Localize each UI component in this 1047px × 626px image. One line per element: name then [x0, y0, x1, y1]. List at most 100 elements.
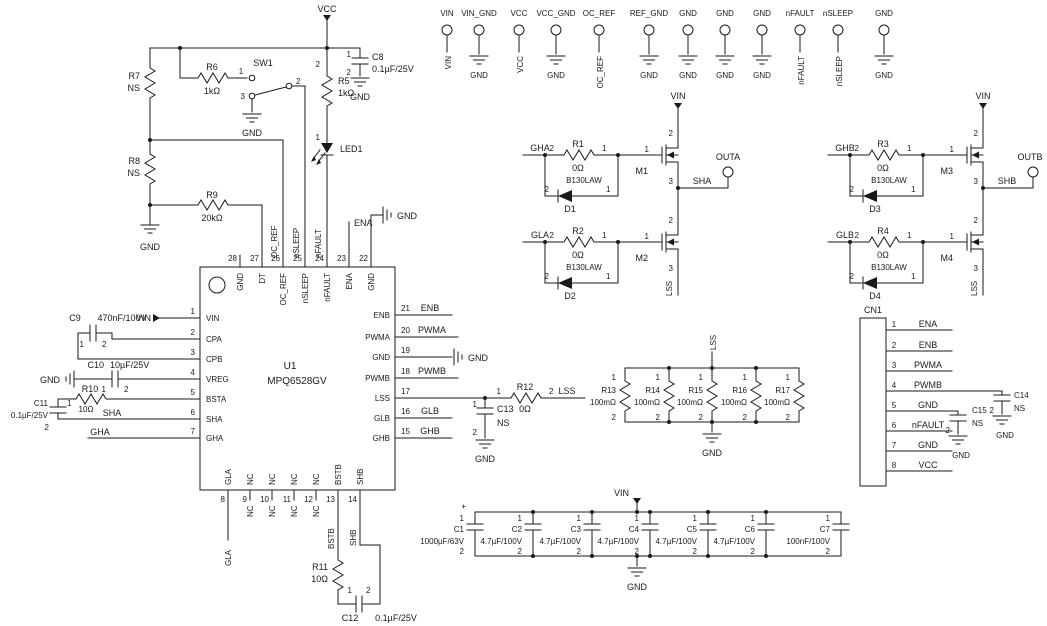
value: 100mΩ — [634, 398, 660, 407]
pin-number: 2 — [990, 406, 995, 415]
gnd-label: GND — [140, 242, 161, 252]
test-points: VIN VIN_GND VCC VCC_GND OC_REF REF_GND G… — [440, 9, 894, 88]
ref-des: C9 — [69, 313, 81, 323]
ref-des: C6 — [745, 525, 756, 534]
pin-number: 2 — [316, 60, 321, 69]
pin-number: 3 — [669, 264, 674, 273]
pin-number: 1 — [239, 67, 244, 76]
pin-number: 1 — [950, 145, 955, 154]
led-arrowhead — [316, 159, 321, 165]
switch-contact — [248, 74, 256, 82]
pin-name: NC — [268, 473, 277, 485]
value: 0Ω — [877, 163, 889, 173]
right-of-ic: ENB PWMA GND PWMB R12 0Ω 1 2 LSS C13 NS … — [394, 303, 586, 464]
part-number: B130LAW — [871, 176, 907, 185]
gnd-label: GND — [468, 353, 489, 363]
wires — [394, 314, 586, 439]
ref-des: C1 — [454, 525, 465, 534]
testpoint-label: VCC — [511, 9, 528, 18]
ref-des: M3 — [940, 166, 953, 176]
gnd-label: GND — [952, 451, 970, 460]
pin-number: 1 — [911, 272, 916, 281]
net-label: nFAULT — [912, 420, 945, 430]
mosfet-m3 — [956, 137, 984, 173]
value: 10Ω — [311, 574, 328, 584]
pin-number: 8 — [892, 461, 897, 470]
ref-des: C3 — [571, 525, 582, 534]
pin-number: 26 — [271, 254, 280, 263]
pin-number: 25 — [293, 254, 302, 263]
pin-number: 3 — [191, 348, 196, 357]
pin-number: 2 — [669, 216, 674, 225]
ic-u1: U1 MPQ6528GV VIN CPA CPB VREG BSTA SHA G… — [191, 254, 411, 504]
resistor-r8 — [144, 147, 156, 189]
ref-des: R3 — [877, 139, 889, 149]
net-label: OC_REF — [270, 225, 279, 258]
pin-name: LSS — [375, 394, 390, 403]
net-label: ENB — [919, 340, 938, 350]
pin-number: 3 — [241, 92, 246, 101]
net-label: NC — [290, 505, 299, 517]
capacitor-c1 — [466, 523, 484, 531]
net-label: VIN — [136, 313, 151, 323]
net-label: GHA — [530, 143, 550, 153]
ref-des: R9 — [206, 190, 218, 200]
ref-des: M2 — [635, 253, 648, 263]
gnd-label: GND — [640, 71, 658, 80]
pin-name: BSTB — [334, 464, 343, 485]
junction-dot — [590, 554, 594, 558]
gnd-symbol — [992, 415, 1012, 425]
pin-number: 2 — [550, 231, 555, 240]
net-label: NC — [268, 505, 277, 517]
net-label: VIN — [670, 91, 685, 101]
pin-name: SHA — [206, 415, 223, 424]
pin-number: 1 — [826, 514, 831, 523]
resistor-r9 — [191, 199, 233, 211]
value: 0Ω — [572, 163, 584, 173]
wires — [57, 317, 201, 439]
testpoint-label: OC_REF — [583, 9, 616, 18]
pin-number: 2 — [347, 68, 352, 77]
value: 0.1µF/25V — [11, 411, 49, 420]
part-number: MPQ6528GV — [267, 376, 327, 387]
net-label: nSLEEP — [835, 56, 844, 86]
gnd-label: GND — [702, 448, 723, 458]
pin-number: 2 — [786, 413, 791, 422]
pin-number: 1 — [606, 185, 611, 194]
pin-number: 1 — [602, 231, 607, 240]
pin-name: SHB — [356, 469, 365, 485]
mosfet-m4 — [956, 224, 984, 260]
testpoint-circle — [550, 24, 562, 36]
vin-flag — [633, 498, 641, 504]
ref-des: C5 — [687, 525, 698, 534]
switch-arm — [254, 86, 287, 96]
diode-d4 — [862, 276, 878, 290]
junction-dot — [667, 366, 671, 370]
ref-des: R13 — [601, 386, 616, 395]
pin-number: 2 — [850, 185, 855, 194]
pin-number: 4 — [892, 381, 897, 390]
ref-des: SW1 — [253, 58, 273, 68]
ref-des: C10 — [87, 360, 104, 370]
resistor-r14 — [663, 374, 675, 416]
pin-number: 2 — [699, 413, 704, 422]
pin1-indicator — [208, 276, 226, 294]
net-label: VIN — [975, 91, 990, 101]
net-label: GLA — [224, 549, 233, 566]
ref-des: CN1 — [864, 305, 882, 315]
gnd-symbol — [65, 370, 75, 388]
resistor-r1 — [557, 149, 599, 161]
gnd-symbol — [715, 55, 735, 65]
left-passives: VIN C9 470nF/100V 1 2 C10 10µF/25V 1 2 G… — [11, 313, 201, 439]
pin-number: 5 — [191, 388, 196, 397]
gnd-symbol — [627, 567, 647, 577]
switch-contact — [285, 82, 293, 90]
resistor-r3 — [862, 149, 904, 161]
bulk-capacitors: VIN + 1 C1 1000µF/63V 2 1 C2 4.7µF/100V … — [420, 488, 850, 592]
ref-des: U1 — [284, 361, 297, 372]
switch-contact — [248, 92, 256, 100]
value: 0.1µF/25V — [375, 613, 417, 623]
junction-dot — [981, 186, 985, 190]
gnd-label: GND — [470, 71, 488, 80]
pin-number: 2 — [669, 129, 674, 138]
